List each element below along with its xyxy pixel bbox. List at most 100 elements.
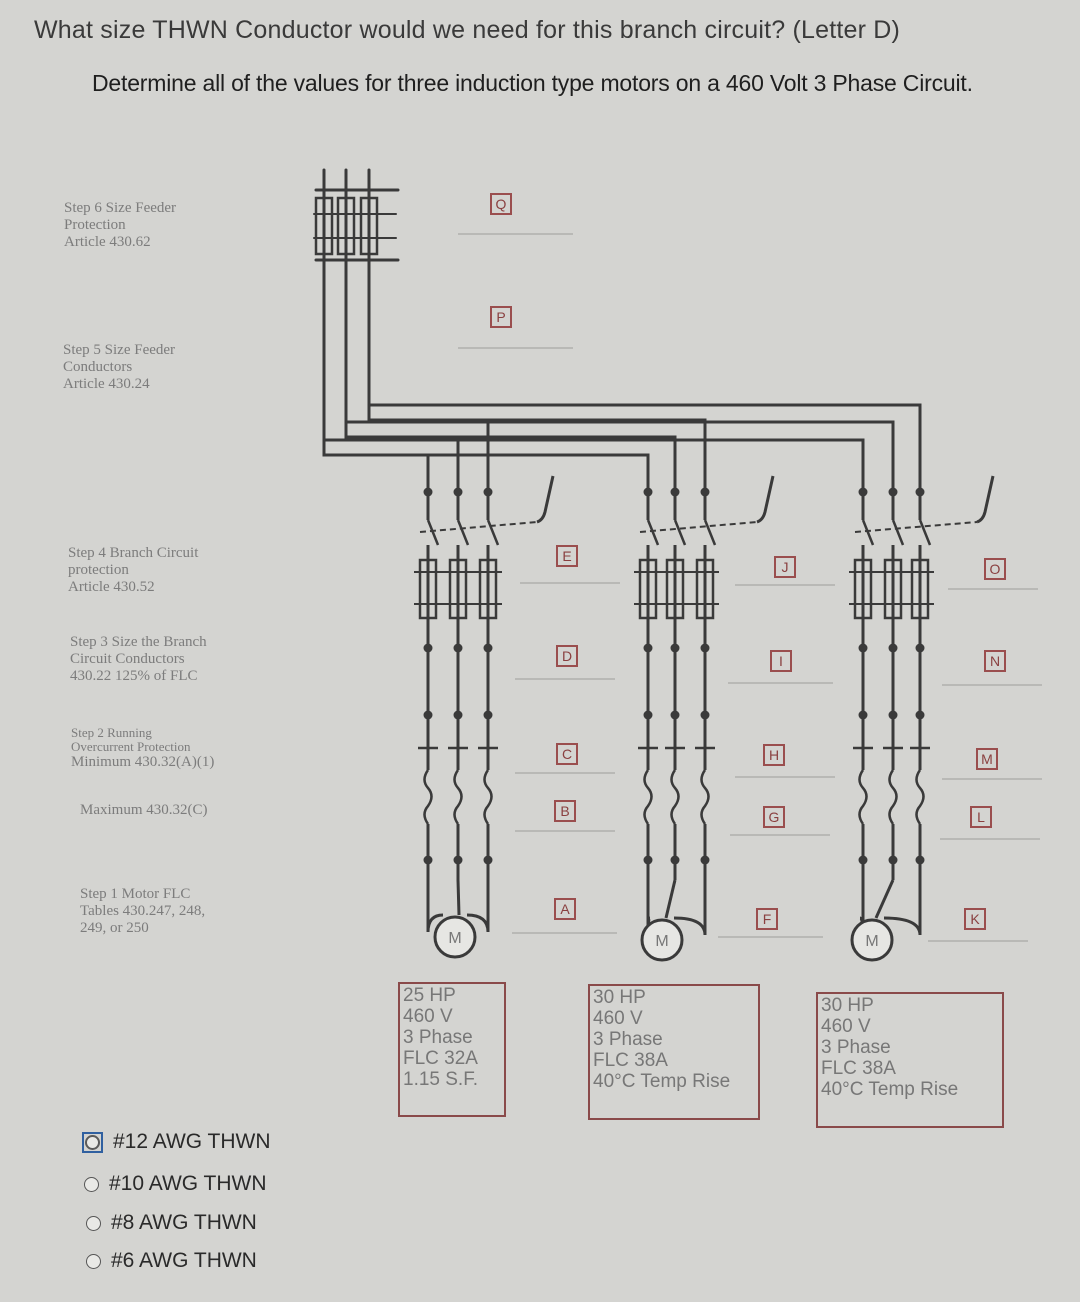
branch-3-overload-heater bbox=[888, 769, 898, 825]
letter-q-marker: Q bbox=[490, 193, 512, 215]
letter-b-marker: B bbox=[554, 800, 576, 822]
branch-2-fuse bbox=[665, 558, 685, 620]
letter-o-marker: O bbox=[984, 558, 1006, 580]
branch-1-terminal-dot bbox=[423, 710, 433, 720]
blank-p bbox=[458, 347, 573, 349]
branch-1-overload-heater bbox=[483, 769, 493, 825]
blank-f bbox=[718, 936, 823, 938]
branch-2-terminal-dot bbox=[643, 487, 653, 497]
motor-1-phase: 3 Phase bbox=[403, 1027, 473, 1048]
branch-3-terminal-dot bbox=[888, 855, 898, 865]
branch-1-overload-heater bbox=[423, 769, 433, 825]
branch-1-fuse bbox=[448, 558, 468, 620]
step-1-line-2: Tables 430.247, 248, bbox=[80, 903, 206, 919]
branch-3-fuse bbox=[853, 558, 873, 620]
branch-1-disconnect-link bbox=[419, 521, 538, 533]
branch-1-overload-heater bbox=[453, 769, 463, 825]
answer-option-10awg[interactable]: #10 AWG THWN bbox=[84, 1172, 267, 1196]
radio-button[interactable] bbox=[86, 1253, 101, 1269]
branch-2-overload-heater bbox=[670, 769, 680, 825]
motor-3-label: M bbox=[865, 933, 878, 950]
branch-3-terminal-dot bbox=[888, 710, 898, 720]
feeder-fuses bbox=[313, 168, 400, 292]
branch-1-fuse bbox=[418, 558, 438, 620]
branch-3-terminal-dot bbox=[858, 643, 868, 653]
step-4-line-1: Step 4 Branch Circuit bbox=[68, 545, 199, 561]
branch-3-terminal-dot bbox=[915, 855, 925, 865]
answer-option-label: #10 AWG THWN bbox=[109, 1172, 267, 1195]
answer-option-label: #6 AWG THWN bbox=[111, 1249, 257, 1272]
branch-2-fuse bbox=[695, 558, 715, 620]
radio-button[interactable] bbox=[84, 1176, 99, 1192]
branch-1-motor-lead bbox=[456, 879, 461, 916]
letter-c-marker: C bbox=[556, 743, 578, 765]
step-2-label: Step 2 Running Overcurrent Protection Mi… bbox=[71, 726, 214, 771]
blank-k bbox=[928, 940, 1028, 942]
blank-n bbox=[942, 684, 1042, 686]
question-text: What size THWN Conductor would we need f… bbox=[34, 16, 901, 44]
branch-2-overload-heater bbox=[700, 769, 710, 825]
branch-3-disconnect-blade bbox=[861, 519, 875, 546]
branch-2-terminal-dot bbox=[700, 487, 710, 497]
motor-1-symbol bbox=[433, 915, 477, 959]
letter-f-marker: F bbox=[756, 908, 778, 930]
blank-c bbox=[515, 772, 615, 774]
branch-2-terminal-dot bbox=[643, 710, 653, 720]
motor-3-voltage: 460 V bbox=[821, 1016, 871, 1037]
step-4-line-3: Article 430.52 bbox=[68, 579, 155, 595]
branch-2-disconnect-blade bbox=[673, 519, 687, 546]
branch-3-overload-heater bbox=[858, 769, 868, 825]
letter-j-marker: J bbox=[774, 556, 796, 578]
motor-3-temp: 40°C Temp Rise bbox=[821, 1079, 959, 1100]
letter-m-marker: M bbox=[976, 748, 998, 770]
branch-1-terminal-dot bbox=[483, 487, 493, 497]
answer-option-6awg[interactable]: #6 AWG THWN bbox=[86, 1249, 257, 1273]
blank-b bbox=[515, 830, 615, 832]
motor-1-hp: 25 HP bbox=[403, 985, 456, 1006]
branch-1-terminal-dot bbox=[453, 487, 463, 497]
question-subtitle: Determine all of the values for three in… bbox=[92, 70, 973, 96]
step-2-max-label: Maximum 430.32(C) bbox=[80, 802, 208, 819]
step-6-line-1: Step 6 Size Feeder bbox=[64, 200, 177, 216]
step-6-label: Step 6 Size Feeder Protection Article 43… bbox=[64, 200, 176, 251]
letter-k-marker: K bbox=[964, 908, 986, 930]
blank-l bbox=[940, 838, 1040, 840]
step-1-line-3: 249, or 250 bbox=[80, 920, 149, 936]
letter-g-marker: G bbox=[763, 806, 785, 828]
feeder-bus bbox=[322, 288, 922, 492]
motor-1-voltage: 460 V bbox=[403, 1006, 453, 1027]
answer-option-8awg[interactable]: #8 AWG THWN bbox=[86, 1211, 257, 1235]
branch-3-fuse bbox=[883, 558, 903, 620]
branch-3-terminal-dot bbox=[888, 643, 898, 653]
step-2-line-1: Step 2 Running bbox=[71, 725, 152, 740]
branch-3-terminal-dot bbox=[888, 487, 898, 497]
blank-a bbox=[512, 932, 617, 934]
blank-d bbox=[515, 678, 615, 680]
radio-button[interactable] bbox=[85, 1134, 100, 1150]
branch-1-disconnect-handle bbox=[536, 475, 555, 524]
branch-1-terminal-dot bbox=[483, 855, 493, 865]
branch-3-terminal-dot bbox=[858, 487, 868, 497]
motor-2-label: M bbox=[655, 933, 668, 950]
motor-2-voltage: 460 V bbox=[593, 1008, 643, 1029]
letter-e-marker: E bbox=[556, 545, 578, 567]
step-6-line-3: Article 430.62 bbox=[64, 234, 151, 250]
answer-option-12awg[interactable]: #12 AWG THWN bbox=[82, 1130, 271, 1154]
branch-2-motor-lead bbox=[673, 880, 707, 936]
step-4-line-2: protection bbox=[68, 562, 129, 578]
letter-p-marker: P bbox=[490, 306, 512, 328]
radio-button[interactable] bbox=[86, 1215, 101, 1231]
motor-3-symbol bbox=[850, 918, 894, 962]
branch-2-terminal-dot bbox=[670, 643, 680, 653]
branch-2-terminal-dot bbox=[670, 855, 680, 865]
motor-3-phase: 3 Phase bbox=[821, 1037, 891, 1058]
step-2-line-2: Overcurrent Protection bbox=[71, 739, 191, 754]
branch-2-disconnect-handle bbox=[756, 475, 775, 524]
motor-2-symbol bbox=[640, 918, 684, 962]
step-3-line-3: 430.22 125% of FLC bbox=[70, 668, 198, 684]
motor-1-sf: 1.15 S.F. bbox=[403, 1069, 478, 1090]
letter-h-marker: H bbox=[763, 744, 785, 766]
letter-d-marker: D bbox=[556, 645, 578, 667]
step-1-label: Step 1 Motor FLC Tables 430.247, 248, 24… bbox=[80, 886, 205, 937]
